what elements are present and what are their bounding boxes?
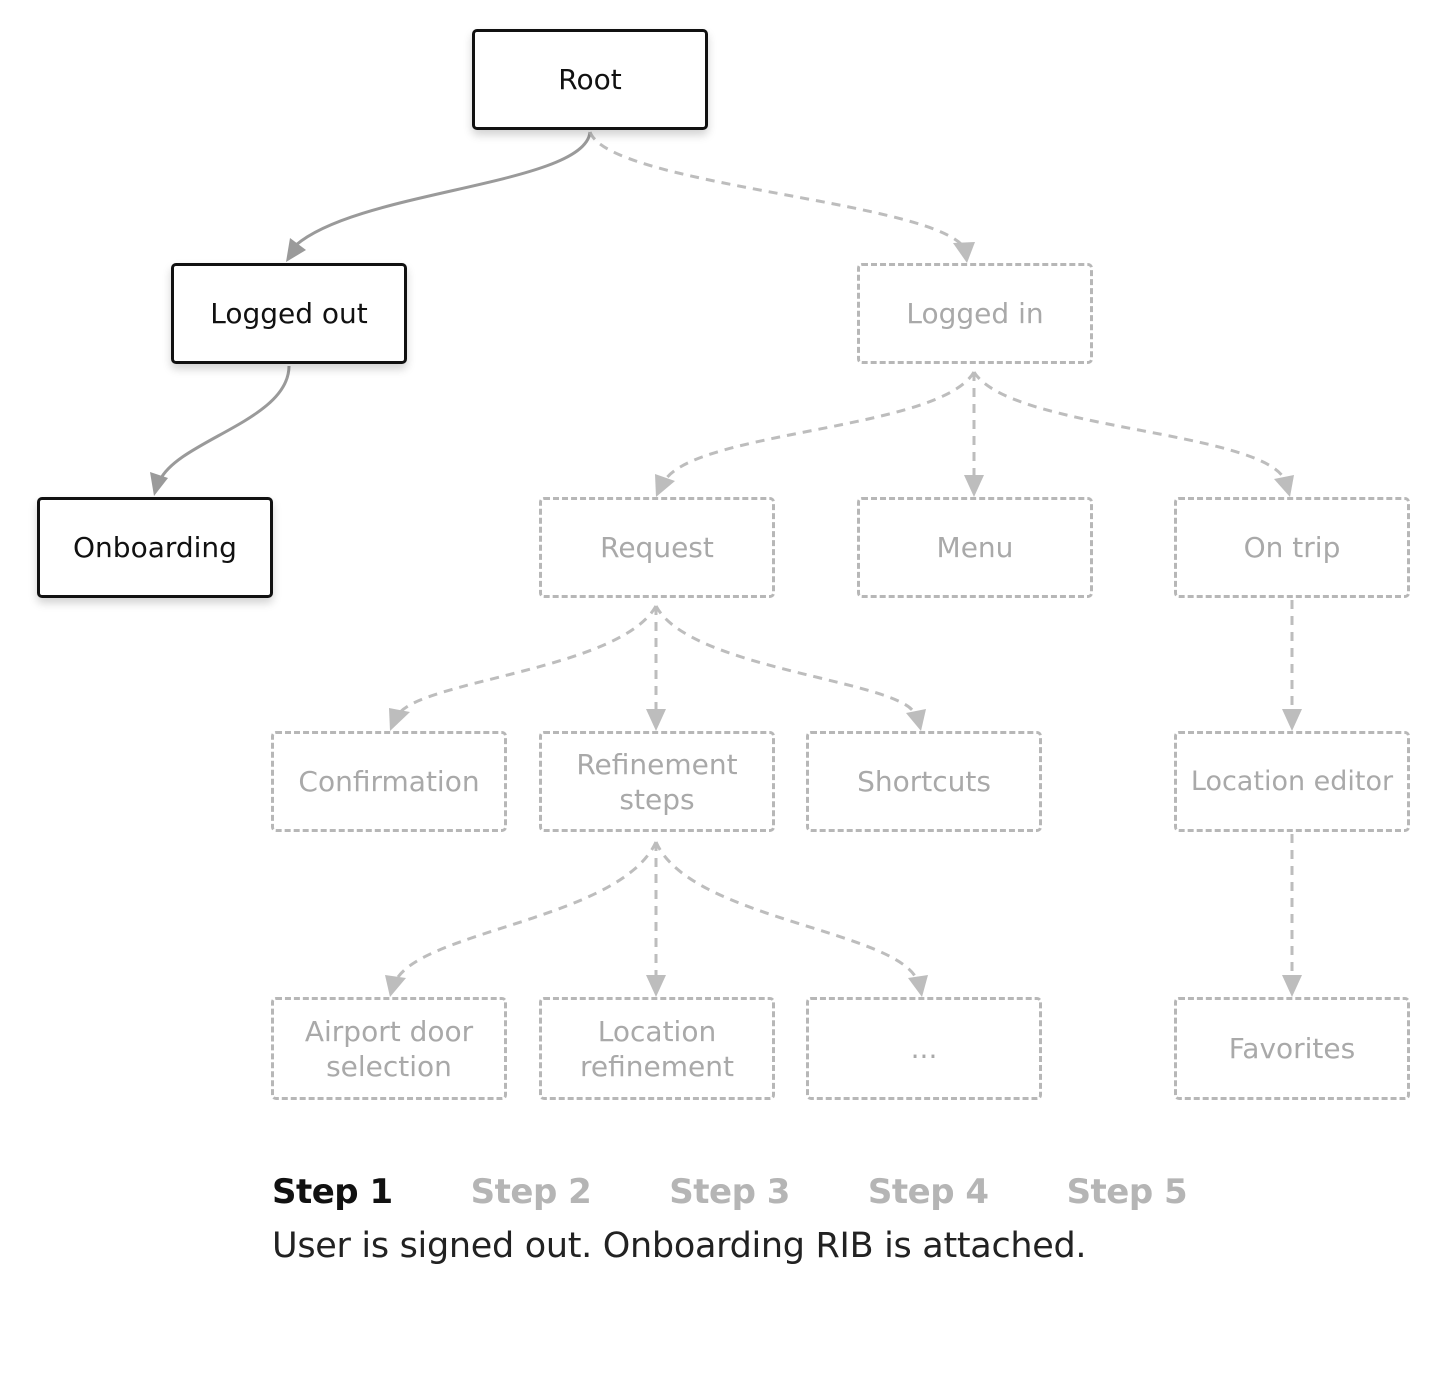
node-logged-in: Logged in [857,263,1093,364]
node-location-editor: Location editor [1174,731,1410,832]
step-caption: User is signed out. Onboarding RIB is at… [272,1226,1087,1266]
node-root: Root [472,29,708,130]
step-tab-4[interactable]: Step 4 [867,1172,989,1212]
node-request: Request [539,497,775,598]
node-shortcuts: Shortcuts [806,731,1042,832]
step-tabs: Step 1 Step 2 Step 3 Step 4 Step 5 [272,1172,1188,1212]
node-ellipsis: ... [806,997,1042,1100]
arrowhead-onboarding [150,472,168,496]
edge-refinement-ellipsis [654,841,920,983]
node-logged-out: Logged out [171,263,407,364]
node-airport-door-selection: Airport door selection [271,997,507,1100]
arrowhead-on-trip [1274,475,1294,497]
arrowhead-refinement [646,709,666,731]
edge-root-logged-in [588,131,964,247]
arrowhead-request [655,474,675,497]
edge-request-confirmation [396,605,658,716]
arrowhead-logged-in [953,242,975,263]
arrowhead-shortcuts [906,709,926,731]
edge-root-logged-out [295,131,592,247]
step-tab-3[interactable]: Step 3 [669,1172,790,1212]
node-onboarding: Onboarding [37,497,273,598]
edge-logged-in-request [663,371,976,481]
edge-refinement-airport [393,841,658,983]
step-tab-2[interactable]: Step 2 [470,1172,592,1212]
edge-logged-out-onboarding [158,365,291,481]
edge-logged-in-on-trip [972,371,1287,481]
arrowhead-ellipsis [908,975,928,997]
arrowhead-airport [385,975,406,997]
node-location-refinement: Location refinement [539,997,775,1100]
node-favorites: Favorites [1174,997,1410,1100]
step-tab-1[interactable]: Step 1 [272,1172,393,1212]
node-refinement-steps: Refinement steps [539,731,775,832]
arrowhead-location-editor [1282,709,1302,731]
edge-request-shortcuts [654,605,917,715]
step-tab-5[interactable]: Step 5 [1066,1172,1188,1212]
arrowhead-favorites [1282,975,1302,997]
arrowhead-confirmation [389,708,410,731]
arrowhead-menu [964,475,984,497]
node-on-trip: On trip [1174,497,1410,598]
arrowhead-location-refinement [646,975,666,997]
node-confirmation: Confirmation [271,731,507,832]
node-menu: Menu [857,497,1093,598]
arrowhead-logged-out [286,238,306,262]
